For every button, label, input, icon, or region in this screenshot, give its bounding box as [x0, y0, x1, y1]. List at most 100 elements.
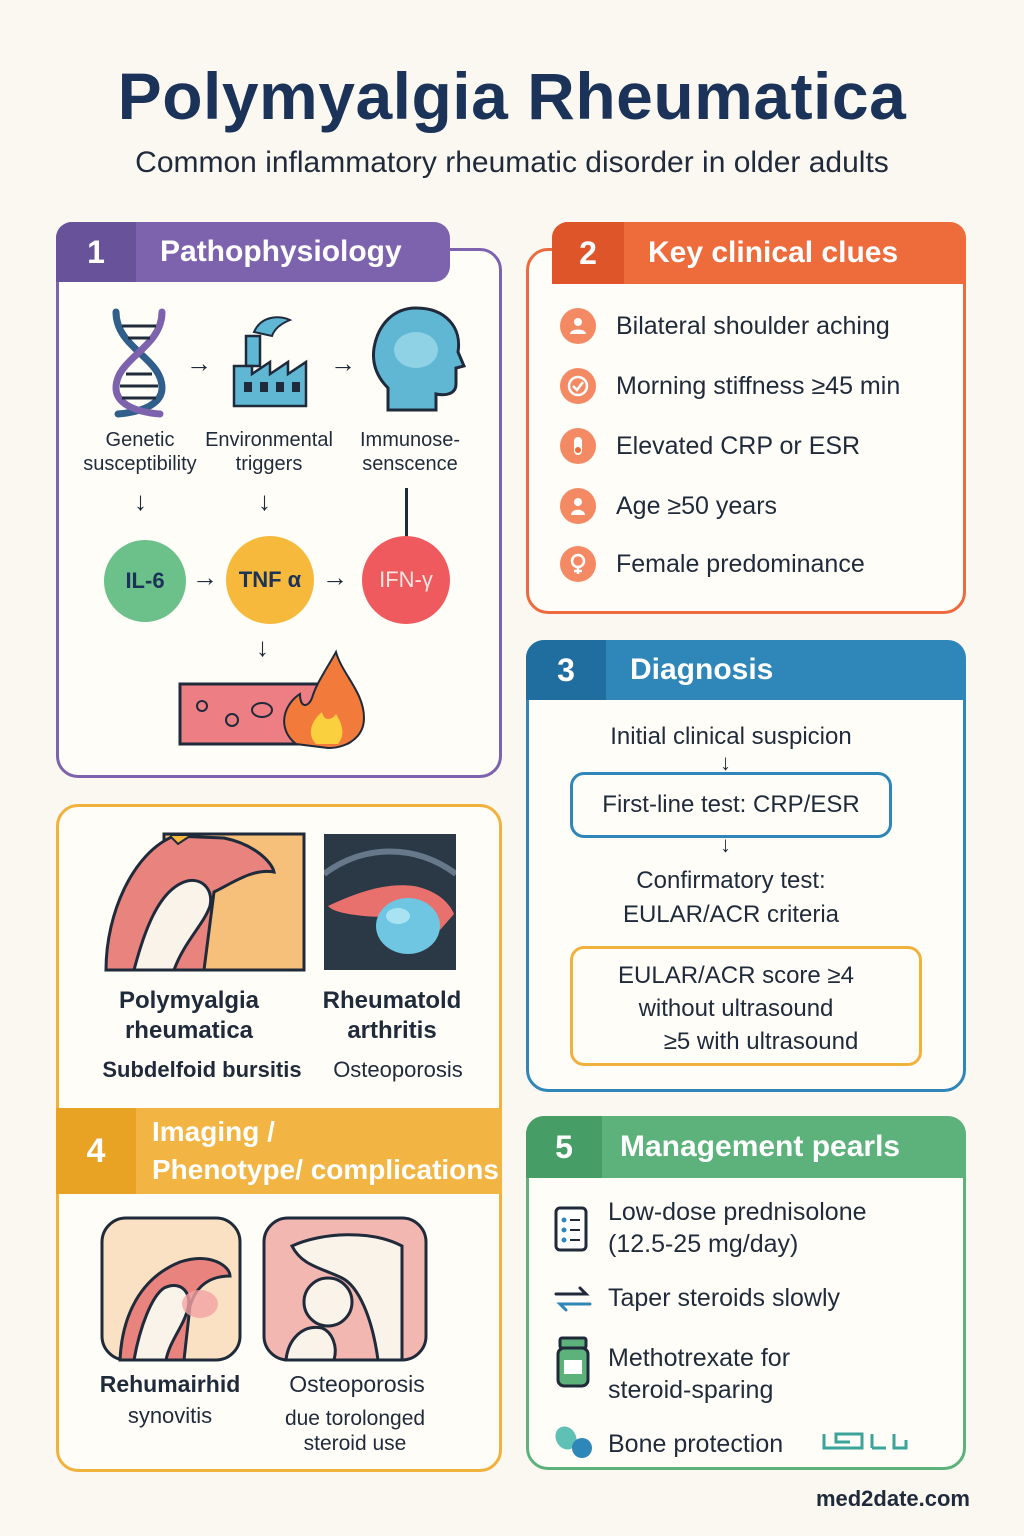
- clue-item: Age ≥50 years: [560, 488, 777, 524]
- section-number: 4: [56, 1108, 136, 1194]
- head-icon: [372, 306, 466, 412]
- trigger-label-genetic: Genetic susceptibility: [76, 428, 204, 476]
- down-arrow: ↓: [720, 750, 731, 775]
- connector-line: [405, 488, 408, 538]
- management-item-prednisolone: Low-dose prednisolone (12.5-25 mg/day): [608, 1196, 867, 1260]
- first-line-test-box: First-line test: CRP/ESR: [570, 772, 892, 838]
- pathophysiology-header: 1 Pathophysiology: [56, 222, 450, 282]
- prescription-icon: [554, 1206, 588, 1252]
- section-number: 1: [56, 222, 136, 282]
- caption-line: steroid use: [303, 1432, 407, 1455]
- down-arrow: ↓: [258, 486, 271, 516]
- pill-bottle-icon: [556, 1336, 590, 1388]
- clinical-clues-header: 2 Key clinical clues: [552, 222, 966, 284]
- clue-item: Bilateral shoulder aching: [560, 308, 890, 344]
- ra-label: Rheumatold arthritis: [300, 986, 484, 1046]
- item-line: steroid-sparing: [608, 1376, 774, 1404]
- clue-text: Bilateral shoulder aching: [616, 311, 890, 340]
- title-line: Phenotype/ complications: [152, 1154, 499, 1185]
- label-line: arthritis: [347, 1017, 437, 1044]
- flow-arrow-1: →: [186, 348, 212, 378]
- management-item-taper: Taper steroids slowly: [608, 1284, 841, 1312]
- down-arrow: ↓: [134, 486, 147, 516]
- section-title: Diagnosis: [630, 653, 774, 686]
- cytokine-ifn: IFN-γ: [362, 536, 450, 624]
- diagnosis-header: 3 Diagnosis: [526, 640, 966, 700]
- score-line: without ultrasound: [638, 995, 834, 1022]
- label-line: rheumatica: [124, 1017, 254, 1044]
- cytokine-tnf: TNF α: [226, 536, 314, 624]
- person-icon: [560, 488, 596, 524]
- synovitis-illustration: [100, 1216, 242, 1362]
- caption-line: due torolonged: [284, 1407, 426, 1430]
- female-icon: [560, 546, 596, 582]
- cytokine-il6: IL-6: [104, 540, 186, 622]
- shoulder-icon: [560, 308, 596, 344]
- label-line: Polymyalgia: [118, 987, 260, 1014]
- taper-arrows-icon: [554, 1286, 592, 1312]
- flow-arrow-4: →: [322, 562, 348, 592]
- clue-item: Female predominance: [560, 546, 865, 582]
- eular-score-box: EULAR/ACR score ≥4 without ultrasound ≥5…: [570, 946, 922, 1066]
- clue-text: Age ≥50 years: [616, 491, 778, 520]
- clue-item: Elevated CRP or ESR: [560, 428, 860, 464]
- clue-item: Morning stiffness ≥45 min: [560, 368, 900, 404]
- clock-check-icon: [560, 368, 596, 404]
- section-title: Management pearls: [620, 1130, 901, 1163]
- trigger-line: susceptibility: [83, 453, 197, 475]
- down-arrow: ↓: [720, 832, 731, 857]
- score-line: ≥5 with ultrasound: [663, 1028, 859, 1055]
- item-line: Low-dose prednisolone: [608, 1198, 867, 1226]
- item-line: Methotrexate for: [608, 1344, 791, 1372]
- down-arrow: ↓: [256, 632, 269, 662]
- item-line: (12.5-25 mg/day): [608, 1230, 799, 1258]
- management-item-bone: Bone protection: [608, 1430, 784, 1458]
- score-line: EULAR/ACR score ≥4: [618, 962, 854, 989]
- section-number: 5: [526, 1116, 602, 1178]
- clue-text: Female predominance: [616, 549, 865, 578]
- site-credit: med2date.com: [815, 1486, 970, 1511]
- osteoporosis-illustration: [262, 1216, 428, 1362]
- diagnosis-step-suspicion: Initial clinical suspicion: [610, 723, 852, 750]
- first-line-test-text: First-line test: CRP/ESR: [602, 791, 860, 818]
- flow-arrow-3: →: [192, 562, 218, 592]
- calcium-pills-icon: [555, 1426, 592, 1458]
- page-subtitle: Common inflammatory rheumatic disorder i…: [135, 146, 889, 179]
- factory-icon: [232, 316, 308, 408]
- pmr-label: Polymyalgia rheumatica: [84, 986, 294, 1046]
- title-line: Imaging /: [152, 1116, 275, 1147]
- osteoporosis-caption: Osteoporosis: [333, 1057, 463, 1082]
- shoulder-bursitis-illustration: [104, 832, 306, 972]
- page-title: Polymyalgia Rheumatica: [117, 59, 907, 133]
- management-header: 5 Management pearls: [526, 1116, 966, 1178]
- section-number: 3: [526, 640, 606, 700]
- section-number: 2: [552, 222, 624, 284]
- confirmatory-line: Confirmatory test:: [636, 867, 826, 894]
- trigger-label-environmental: Environmental triggers: [196, 428, 342, 476]
- inflamed-vessel-icon: [178, 649, 366, 750]
- flow-arrow-2: →: [330, 348, 356, 378]
- label-line: Rheumatold: [322, 987, 462, 1014]
- trigger-label-immunosenescence: Immunose- senscence: [346, 428, 474, 476]
- trigger-line: triggers: [235, 453, 303, 475]
- trigger-line: Genetic: [105, 429, 175, 451]
- steroid-osteoporosis-caption: due torolonged steroid use: [262, 1406, 448, 1456]
- trigger-line: Immunose-: [359, 429, 461, 451]
- management-item-methotrexate: Methotrexate for steroid-sparing: [608, 1342, 790, 1406]
- trigger-line: senscence: [362, 453, 458, 475]
- dna-icon: [112, 308, 166, 418]
- steroid-osteoporosis-label: Osteoporosis: [289, 1371, 425, 1397]
- clue-text: Elevated CRP or ESR: [616, 431, 861, 460]
- confirmatory-line: EULAR/ACR criteria: [622, 901, 840, 928]
- section-title: Pathophysiology: [160, 235, 402, 268]
- section-title: Key clinical clues: [648, 236, 899, 269]
- clue-text: Morning stiffness ≥45 min: [616, 371, 901, 400]
- imaging-header: 4 Imaging / Phenotype/ complications: [56, 1108, 502, 1194]
- bone-density-icon: [822, 1432, 908, 1450]
- section-title: Imaging / Phenotype/ complications: [136, 1113, 499, 1189]
- confirmatory-test: Confirmatory test: EULAR/ACR criteria: [546, 864, 916, 932]
- diagnosis-card: [526, 668, 966, 1092]
- trigger-line: Environmental: [205, 429, 333, 451]
- clinical-clues-card: [526, 248, 966, 614]
- bursitis-caption: Subdelfoid bursitis: [102, 1057, 302, 1082]
